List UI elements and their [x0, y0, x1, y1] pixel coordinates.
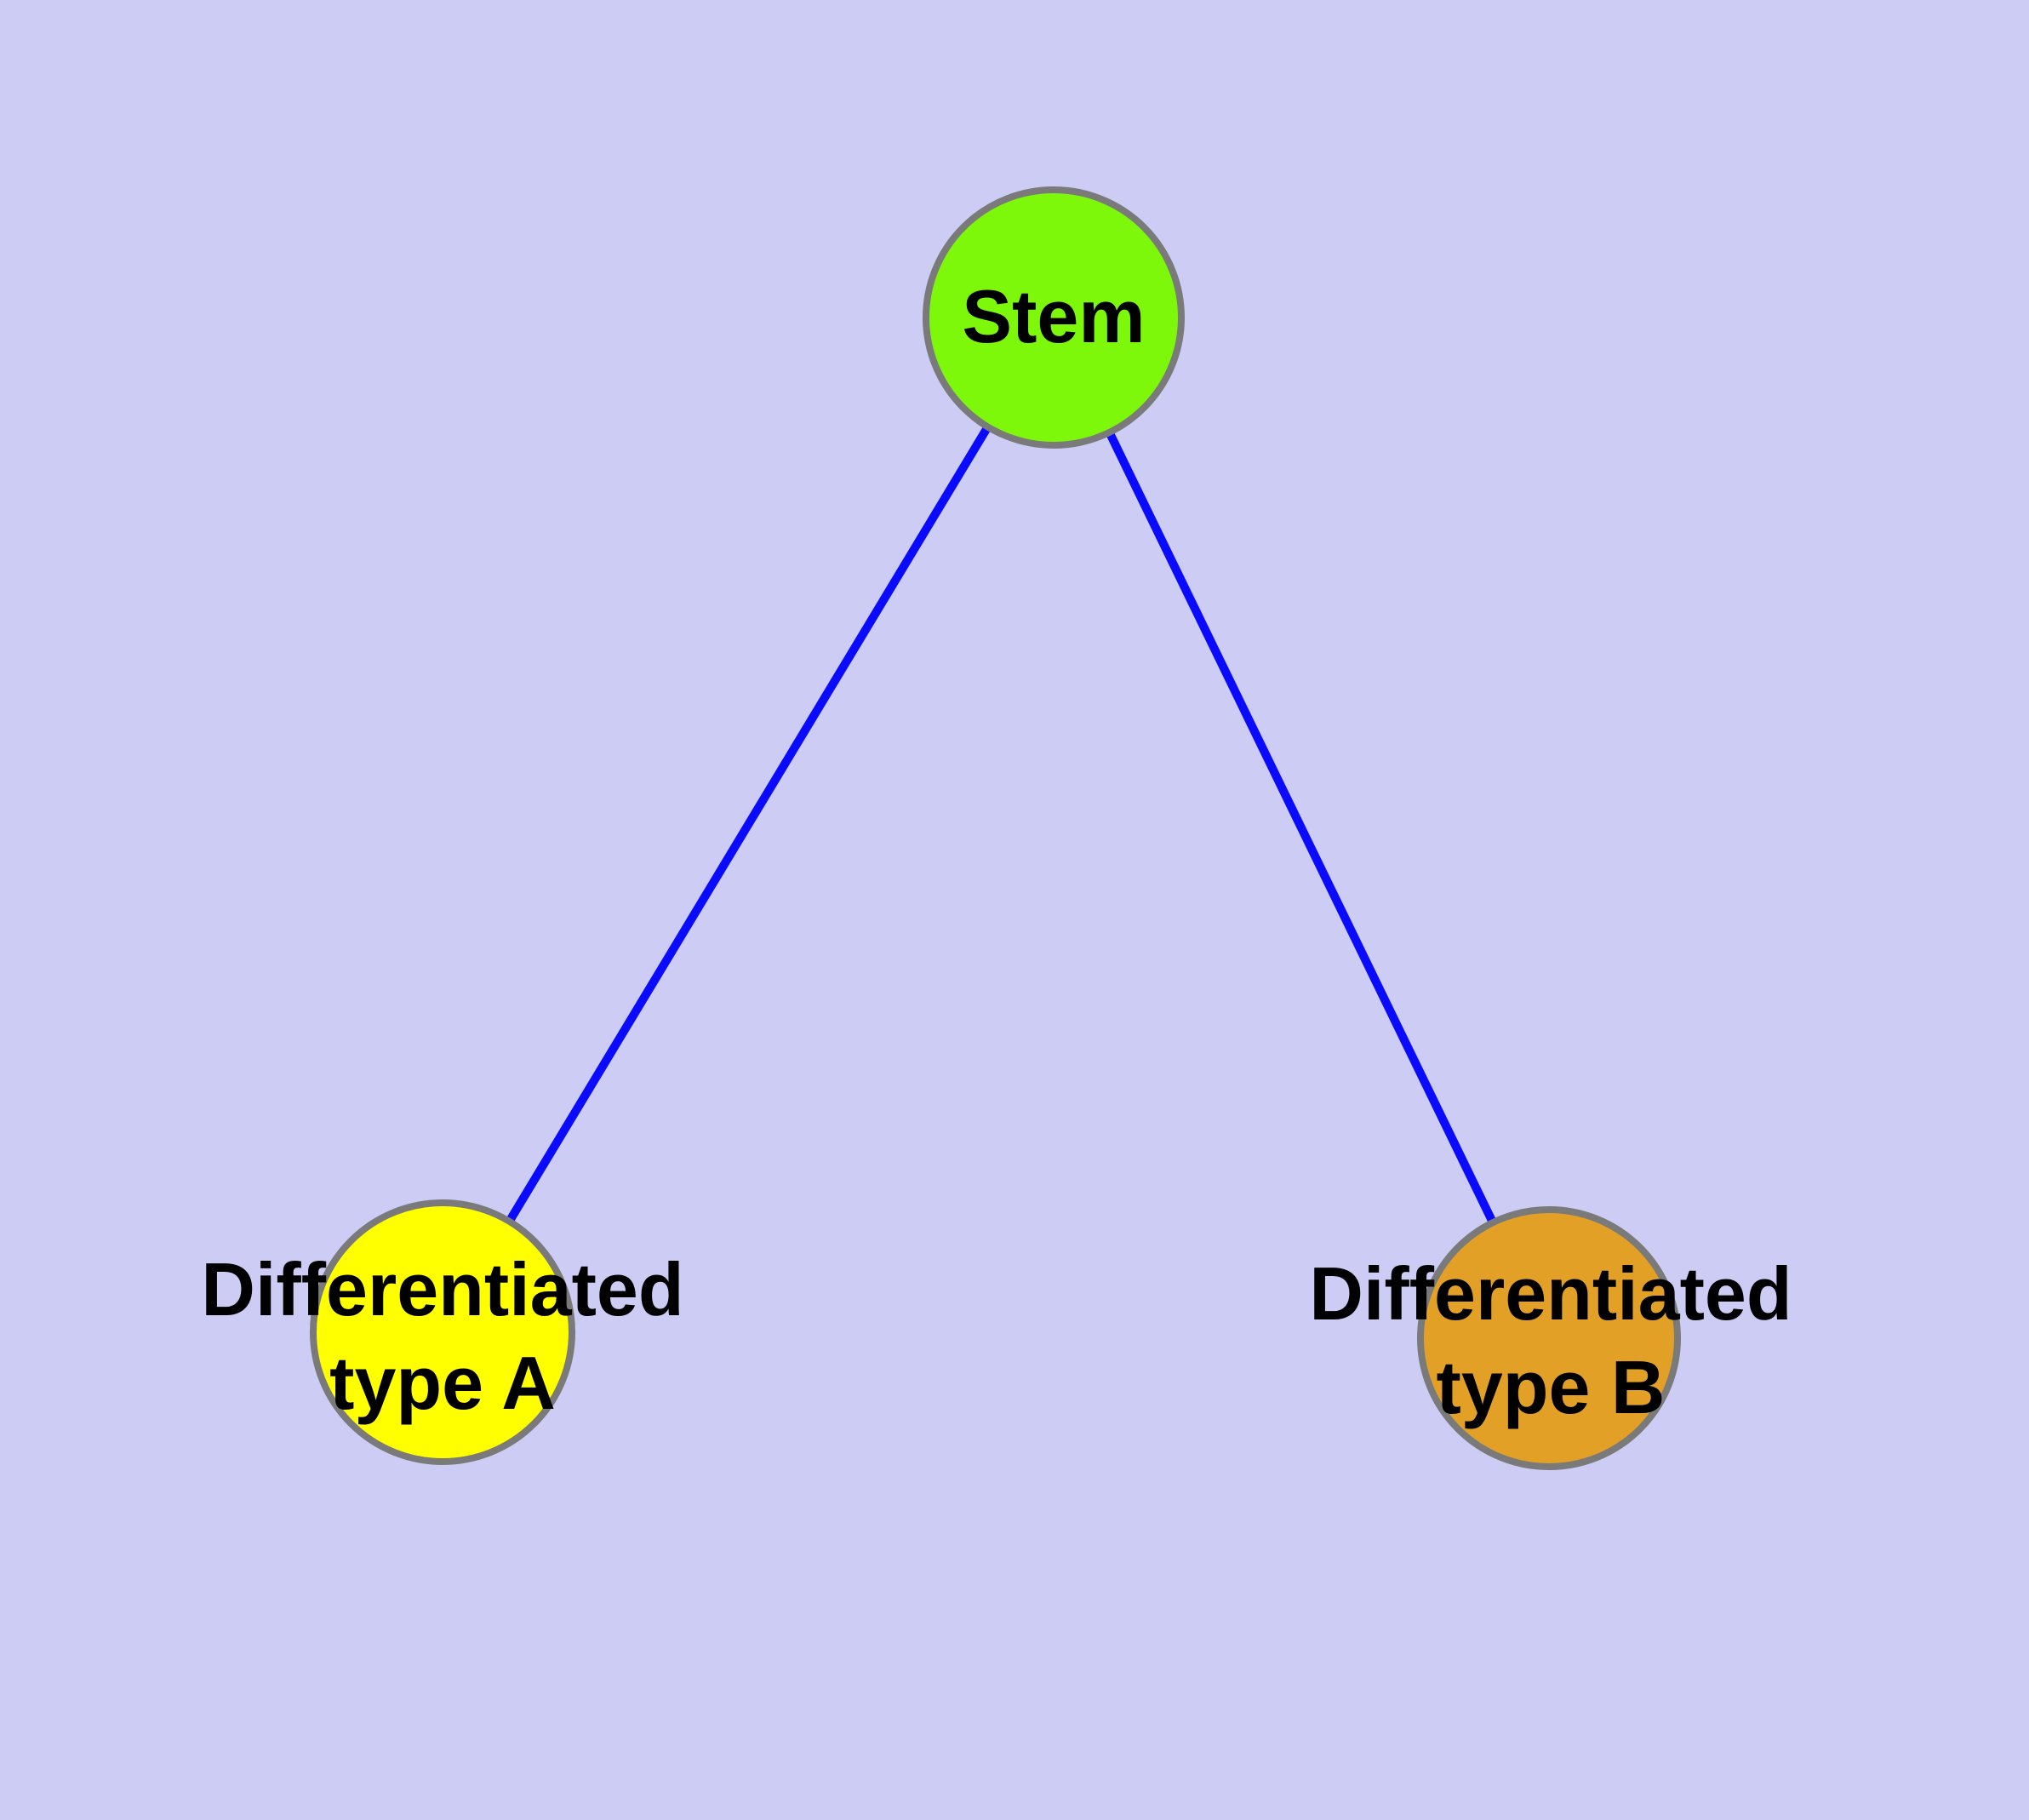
node-type-a-circle: [310, 1199, 575, 1465]
node-type-a-label: Differentiated type A: [201, 1247, 684, 1425]
edge-stem-to-type-a: [438, 315, 1058, 1335]
edge-stem-to-type-b: [1049, 315, 1553, 1341]
node-stem-circle: [923, 186, 1185, 449]
node-type-b-circle: [1417, 1206, 1681, 1470]
node-stem-label: Stem: [962, 274, 1146, 358]
node-type-b-label: Differentiated type B: [1309, 1251, 1792, 1429]
